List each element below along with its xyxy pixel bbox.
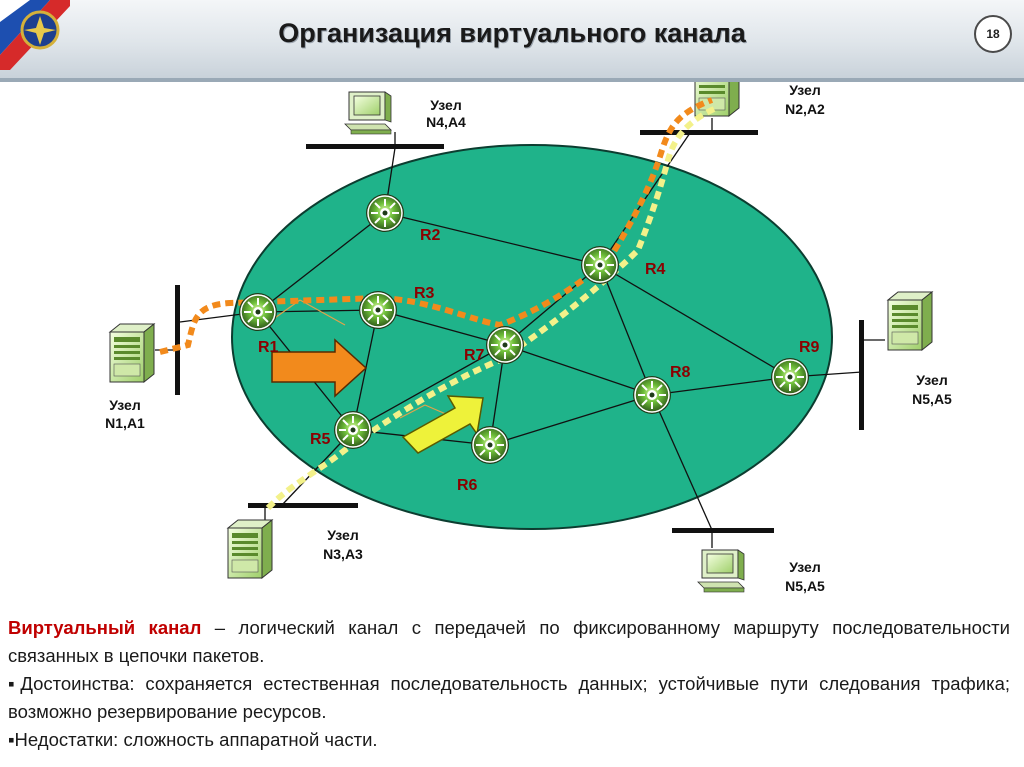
router-label-r1: R1: [258, 339, 279, 356]
svg-text:Узел: Узел: [327, 527, 358, 543]
yellow-arrow-icon: [401, 395, 484, 454]
svg-text:Узел: Узел: [789, 82, 820, 98]
virtual-channel-orange-path: [159, 97, 714, 355]
advantages-paragraph: ▪Достоинства: сохраняется естественная п…: [8, 673, 1010, 722]
svg-text:Узел: Узел: [916, 372, 947, 388]
router-label-r4: R4: [645, 261, 666, 278]
page-number-badge: 18: [974, 15, 1012, 53]
svg-text:N2,A2: N2,A2: [785, 101, 825, 117]
router-label-r8: R8: [670, 364, 691, 381]
router-r2-icon: [365, 193, 405, 233]
node-label-n5a: Узел N5,A5: [912, 372, 952, 407]
svg-text:N4,A4: N4,A4: [426, 114, 466, 130]
description-text: Виртуальный канал – логический канал с п…: [8, 614, 1010, 754]
host-n5b-pc-icon: [697, 549, 745, 593]
svg-text:Узел: Узел: [430, 97, 461, 113]
definition-text: – логический канал с передачей по фиксир…: [8, 617, 1010, 666]
network-diagram: R1 R2 R3 R4 R5 R6 R7 R8 R9 Узел N4,A4 Уз…: [105, 82, 952, 594]
page-title: Организация виртуального канала: [278, 18, 746, 48]
node-label-n1: Узел N1,A1: [105, 397, 145, 431]
router-r1-icon: [238, 292, 278, 332]
host-n4-pc-icon: [344, 91, 392, 135]
network-links: [179, 132, 863, 531]
host-n1-server-icon: [109, 323, 155, 383]
router-r4-icon: [580, 245, 620, 285]
svg-text:N5,A5: N5,A5: [912, 391, 952, 407]
host-n5a-server-icon: [887, 291, 933, 351]
router-r9-icon: [770, 357, 810, 397]
svg-text:Узел: Узел: [109, 397, 140, 413]
definition-paragraph: Виртуальный канал – логический канал с п…: [8, 614, 1010, 670]
term-keyword: Виртуальный канал: [8, 617, 202, 638]
host-n2-server-icon: [694, 82, 740, 117]
header-divider: [0, 78, 1024, 82]
svg-text:N5,A5: N5,A5: [785, 578, 825, 594]
slide-header: [0, 0, 1024, 78]
orange-arrow-icon: [271, 338, 368, 398]
node-label-n2: Узел N2,A2: [785, 82, 825, 117]
router-label-r9: R9: [799, 339, 820, 356]
router-r6-icon: [470, 425, 510, 465]
router-r7-icon: [485, 325, 525, 365]
router-label-r5: R5: [310, 431, 331, 448]
node-label-n5b: Узел N5,A5: [785, 559, 825, 594]
host-n3-server-icon: [227, 519, 273, 579]
router-r5-icon: [333, 410, 373, 450]
svg-text:N3,A3: N3,A3: [323, 546, 363, 562]
svg-text:Узел: Узел: [789, 559, 820, 575]
node-label-n3: Узел N3,A3: [323, 527, 363, 562]
router-label-r6: R6: [457, 477, 478, 494]
virtual-channel-yellow-path: [265, 105, 718, 511]
router-r8-icon: [632, 375, 672, 415]
emblem-flag-icon: [0, 0, 70, 70]
router-r3-icon: [358, 290, 398, 330]
router-label-r7: R7: [464, 347, 485, 364]
node-label-n4: Узел N4,A4: [426, 97, 466, 130]
svg-text:N1,A1: N1,A1: [105, 415, 145, 431]
segment-bars: [175, 130, 864, 533]
disadvantages-paragraph: ▪Недостатки: сложность аппаратной части.: [8, 729, 378, 750]
router-label-r2: R2: [420, 227, 441, 244]
router-label-r3: R3: [414, 285, 435, 302]
